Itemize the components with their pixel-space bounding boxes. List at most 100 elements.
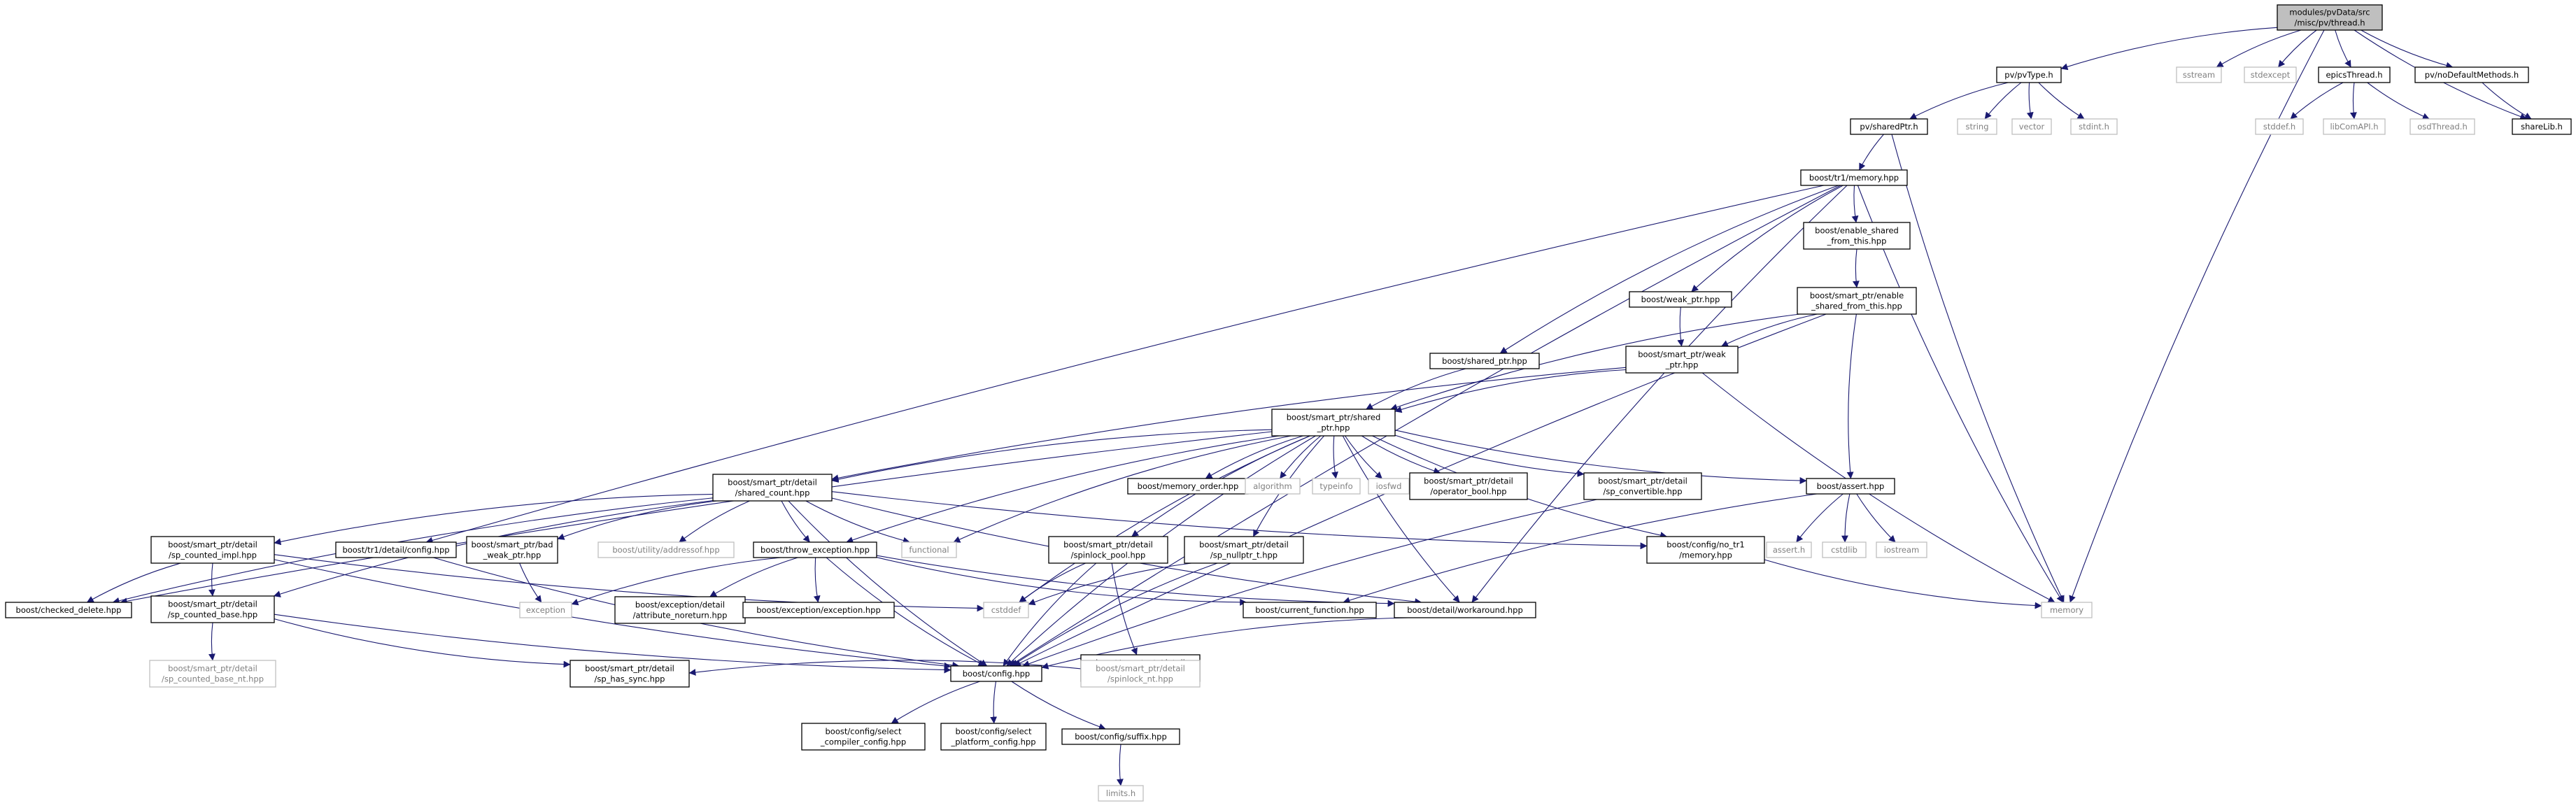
- node-box: [1098, 785, 1144, 802]
- node-label: _from_this.hpp: [1827, 236, 1887, 246]
- node-suffix[interactable]: boost/config/suffix.hpp: [1061, 728, 1180, 745]
- node-box: [1822, 541, 1867, 558]
- node-noDefault[interactable]: pv/noDefaultMethods.h: [2414, 66, 2529, 83]
- include-edge-spCountedImpl-to-spCountedBase: [208, 562, 215, 597]
- node-box: [1797, 287, 1917, 315]
- node-spShared[interactable]: boost/smart_ptr/shared_ptr.hpp: [1271, 409, 1396, 437]
- node-assert[interactable]: boost/assert.hpp: [1806, 478, 1895, 495]
- node-box: [801, 723, 926, 751]
- node-spEnable[interactable]: boost/smart_ptr/enable_shared_from_this.…: [1797, 287, 1917, 315]
- include-edge-root-to-sstream: [2216, 29, 2302, 68]
- node-label: boost/smart_ptr/shared: [1287, 413, 1381, 423]
- node-box: [2414, 66, 2529, 83]
- node-label: /sp_convertible.hpp: [1604, 487, 1683, 497]
- node-excAttr[interactable]: boost/exception/detail/attribute_noretur…: [614, 596, 746, 624]
- node-box: [1625, 346, 1739, 374]
- node-workaround[interactable]: boost/detail/workaround.hpp: [1394, 602, 1536, 618]
- node-label: vector: [2019, 122, 2045, 132]
- include-edge-tr1mem-to-enableShared: [1851, 185, 1859, 223]
- include-edge-config-to-selCompiler: [891, 681, 980, 724]
- include-edge-root-to-stdexcept: [2277, 29, 2317, 68]
- node-excExc[interactable]: boost/exception/exception.hpp: [742, 602, 895, 618]
- node-label: boost/throw_exception.hpp: [760, 545, 870, 555]
- node-label: boost/smart_ptr/bad: [471, 540, 553, 550]
- node-shareLib[interactable]: shareLib.h: [2512, 118, 2572, 135]
- node-exception: exception: [519, 602, 572, 618]
- include-edge-spShared-to-assert: [1394, 430, 1807, 484]
- node-iostream: iostream: [1876, 541, 1927, 558]
- include-edge-spCountedBase-to-baseNt: [208, 622, 215, 661]
- node-label: boost/smart_ptr/detail: [168, 540, 257, 550]
- node-epicsThread[interactable]: epicsThread.h: [2318, 66, 2391, 83]
- node-box: [1646, 536, 1765, 564]
- node-box: [1080, 660, 1201, 688]
- include-edge-root-to-memory: [2069, 29, 2325, 603]
- node-opBool[interactable]: boost/smart_ptr/detail/operator_bool.hpp: [1409, 472, 1528, 500]
- include-edge-spWeak-to-spShared: [1394, 369, 1627, 413]
- node-noTr1[interactable]: boost/config/no_tr1/memory.hpp: [1646, 536, 1765, 564]
- node-addressof: boost/utility/addressof.hpp: [597, 541, 735, 558]
- node-memOrder[interactable]: boost/memory_order.hpp: [1127, 478, 1249, 495]
- node-spCountedBase[interactable]: boost/smart_ptr/detail/sp_counted_base.h…: [150, 595, 275, 623]
- node-sharedCount[interactable]: boost/smart_ptr/detail/shared_count.hpp: [712, 474, 833, 502]
- node-iosfwd: iosfwd: [1368, 478, 1410, 495]
- node-spinPool[interactable]: boost/smart_ptr/detail/spinlock_pool.hpp: [1048, 536, 1168, 564]
- node-tr1mem[interactable]: boost/tr1/memory.hpp: [1800, 169, 1908, 186]
- node-label: boost/memory_order.hpp: [1138, 481, 1239, 491]
- node-spWeak[interactable]: boost/smart_ptr/weak_ptr.hpp: [1625, 346, 1739, 374]
- include-edge-spShared-to-spConv: [1394, 434, 1585, 477]
- node-label: boost/config/no_tr1: [1666, 540, 1744, 550]
- node-curFunc[interactable]: boost/current_function.hpp: [1243, 602, 1377, 618]
- node-selCompiler[interactable]: boost/config/select_compiler_config.hpp: [801, 723, 926, 751]
- node-box: [1368, 478, 1410, 495]
- include-edge-sharedCount-to-spCountedImpl: [274, 493, 714, 546]
- node-enableShared[interactable]: boost/enable_shared_from_this.hpp: [1803, 222, 1911, 250]
- node-algorithm: algorithm: [1245, 478, 1301, 495]
- node-label: boost/smart_ptr/detail: [1096, 664, 1185, 674]
- include-edge-spWeak-to-sharedCount: [831, 367, 1627, 482]
- node-label: exception: [526, 605, 565, 615]
- include-edge-assert-to-asserth: [1796, 493, 1843, 543]
- node-label: _shared_from_this.hpp: [1811, 302, 1902, 311]
- node-root[interactable]: modules/pvData/src/misc/pv/thread.h: [2277, 4, 2383, 31]
- node-weakPtr[interactable]: boost/weak_ptr.hpp: [1629, 291, 1732, 308]
- node-box: [1850, 118, 1928, 135]
- node-label: _platform_config.hpp: [950, 737, 1035, 747]
- include-edge-spinPool-to-spinlock: [1111, 562, 1138, 655]
- node-selPlatform[interactable]: boost/config/select_platform_config.hpp: [940, 723, 1047, 751]
- node-sharedPtrHpp[interactable]: boost/shared_ptr.hpp: [1429, 353, 1540, 369]
- node-sharedPtr[interactable]: pv/sharedPtr.h: [1850, 118, 1928, 135]
- include-edge-spShared-to-workaround: [1342, 435, 1460, 603]
- node-hasSync[interactable]: boost/smart_ptr/detail/sp_has_sync.hpp: [569, 660, 690, 688]
- node-layer: modules/pvData/src/misc/pv/thread.h pv/pv…: [5, 4, 2572, 802]
- include-edge-pvType-to-vector: [2026, 82, 2034, 120]
- include-edge-pvType-to-stdint: [2038, 82, 2085, 120]
- node-badWeak[interactable]: boost/smart_ptr/bad_weak_ptr.hpp: [466, 536, 558, 564]
- node-tr1config[interactable]: boost/tr1/detail/config.hpp: [335, 541, 457, 558]
- node-string: string: [1957, 118, 1997, 135]
- node-label: shareLib.h: [2521, 122, 2563, 132]
- node-box: [1583, 472, 1702, 500]
- node-pvType[interactable]: pv/pvType.h: [1996, 66, 2062, 83]
- node-spNull[interactable]: boost/smart_ptr/detail/sp_nullptr_t.hpp: [1184, 536, 1304, 564]
- node-box: [1312, 478, 1361, 495]
- node-functional: functional: [901, 541, 957, 558]
- node-label: pv/pvType.h: [2004, 70, 2053, 80]
- include-edge-epicsThread-to-stddefh: [2290, 82, 2344, 120]
- include-edge-spShared-to-cstddef: [1019, 435, 1311, 603]
- node-spConv[interactable]: boost/smart_ptr/detail/sp_convertible.hp…: [1583, 472, 1702, 500]
- node-box: [1048, 536, 1168, 564]
- node-spCountedImpl[interactable]: boost/smart_ptr/detail/sp_counted_impl.h…: [150, 536, 275, 564]
- node-label: iosfwd: [1376, 481, 1402, 491]
- node-label: memory: [2050, 605, 2083, 615]
- node-checkedDel[interactable]: boost/checked_delete.hpp: [5, 602, 132, 618]
- node-box: [1800, 169, 1908, 186]
- node-box: [519, 602, 572, 618]
- node-throwExc[interactable]: boost/throw_exception.hpp: [753, 541, 877, 558]
- node-label: boost/detail/workaround.hpp: [1407, 605, 1523, 615]
- node-box: [1957, 118, 1997, 135]
- node-label: epicsThread.h: [2326, 70, 2382, 80]
- node-config[interactable]: boost/config.hpp: [950, 665, 1042, 682]
- include-edge-spNull-to-cstddef: [1028, 562, 1191, 606]
